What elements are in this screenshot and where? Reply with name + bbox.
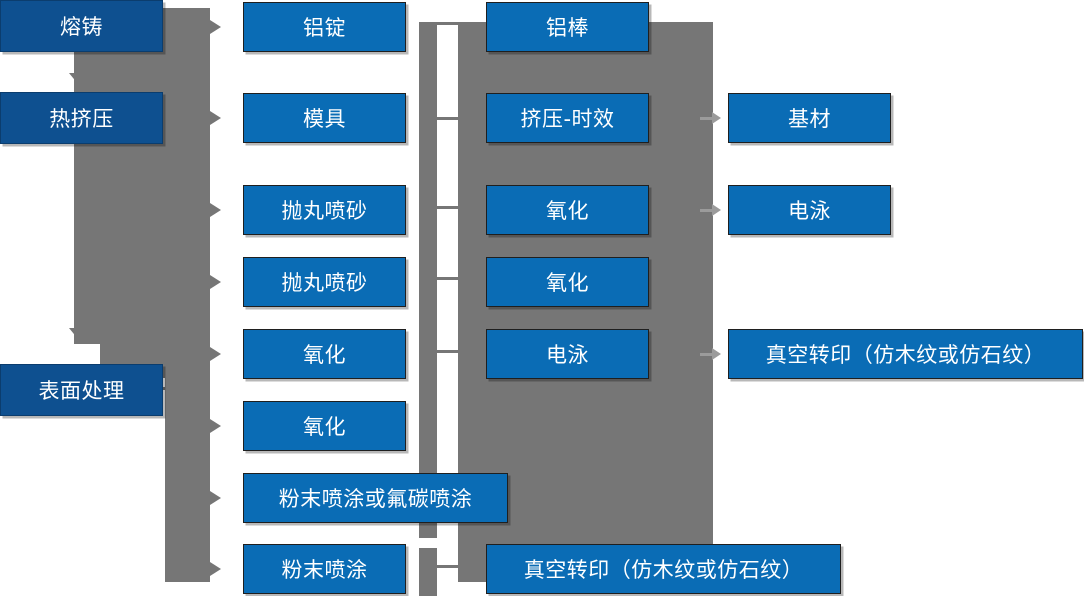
arrow-head-to-vacuum xyxy=(712,348,721,360)
input-shotblast-2[interactable]: 抛丸喷砂 xyxy=(243,257,406,307)
input-powder-label: 粉末喷涂 xyxy=(281,558,368,582)
arrow-to-powder-fluoro xyxy=(210,491,221,505)
arrow-to-oxidation-2 xyxy=(210,419,221,433)
arrow-to-ingot xyxy=(210,20,221,34)
stage-spine-upper xyxy=(74,52,100,92)
input-oxidation-1-label: 氧化 xyxy=(303,343,346,367)
arrow-line-to-substrate xyxy=(700,117,714,120)
process-extrude[interactable]: 挤压-时效 xyxy=(486,93,649,143)
process-billet[interactable]: 铝棒 xyxy=(486,2,649,52)
arrow-to-powder xyxy=(210,562,221,576)
process-billet-label: 铝棒 xyxy=(546,16,589,40)
input-shotblast-1-label: 抛丸喷砂 xyxy=(281,199,368,223)
surface-stub xyxy=(163,387,183,390)
stage-extrusion[interactable]: 热挤压 xyxy=(0,92,163,144)
stage-melting-label: 熔铸 xyxy=(60,15,103,39)
bus-tick-1 xyxy=(437,22,458,25)
input-oxidation-2[interactable]: 氧化 xyxy=(243,401,406,451)
arrow-to-shotblast-1 xyxy=(210,203,221,217)
process-electro[interactable]: 电泳 xyxy=(486,329,649,379)
input-powder-fluoro-label: 粉末喷涂或氟碳喷涂 xyxy=(278,487,473,511)
bus-tick-6 xyxy=(437,565,458,568)
stage-spine-lower xyxy=(74,144,100,344)
output-substrate-label: 基材 xyxy=(788,107,831,131)
input-oxidation-2-label: 氧化 xyxy=(303,415,346,439)
arrow-line-to-electro xyxy=(700,209,714,212)
output-electro-label: 电泳 xyxy=(788,199,831,223)
input-mold-label: 模具 xyxy=(303,107,346,131)
stage-arrow-to-extrusion xyxy=(69,73,87,84)
arrow-head-to-substrate xyxy=(712,112,721,124)
bus-tick-2 xyxy=(437,117,458,120)
bus-rail-left-tail xyxy=(419,548,437,596)
arrow-to-shotblast-2 xyxy=(210,275,221,289)
process-electro-label: 电泳 xyxy=(546,343,589,367)
bus-tick-4 xyxy=(437,277,458,280)
input-shotblast-2-label: 抛丸喷砂 xyxy=(281,271,368,295)
bus-tick-5 xyxy=(437,350,458,353)
process-oxidation-1-label: 氧化 xyxy=(546,199,589,223)
stage-surface-label: 表面处理 xyxy=(38,379,125,403)
stage-arrow-to-surface xyxy=(69,328,87,339)
process-vacuum[interactable]: 真空转印（仿木纹或仿石纹） xyxy=(486,544,841,594)
output-vacuum[interactable]: 真空转印（仿木纹或仿石纹） xyxy=(728,329,1083,379)
output-vacuum-label: 真空转印（仿木纹或仿石纹） xyxy=(765,343,1046,367)
stage-surface[interactable]: 表面处理 xyxy=(0,364,163,416)
output-electro[interactable]: 电泳 xyxy=(728,185,891,235)
bus-tick-3 xyxy=(437,206,458,209)
process-oxidation-1[interactable]: 氧化 xyxy=(486,185,649,235)
distribution-band-upper xyxy=(100,8,210,378)
stage-melting[interactable]: 熔铸 xyxy=(0,0,163,52)
distribution-band-lower xyxy=(165,360,210,582)
process-vacuum-label: 真空转印（仿木纹或仿石纹） xyxy=(523,558,804,582)
bus-rail-left xyxy=(419,22,437,538)
input-shotblast-1[interactable]: 抛丸喷砂 xyxy=(243,185,406,235)
input-powder-fluoro[interactable]: 粉末喷涂或氟碳喷涂 xyxy=(243,473,508,523)
input-ingot[interactable]: 铝锭 xyxy=(243,2,406,52)
output-substrate[interactable]: 基材 xyxy=(728,93,891,143)
stage-extrusion-label: 热挤压 xyxy=(49,107,114,131)
arrow-line-to-vacuum xyxy=(700,353,714,356)
input-ingot-label: 铝锭 xyxy=(303,16,346,40)
input-mold[interactable]: 模具 xyxy=(243,93,406,143)
arrow-head-to-electro xyxy=(712,204,721,216)
arrow-to-mold xyxy=(210,111,221,125)
input-powder[interactable]: 粉末喷涂 xyxy=(243,544,406,594)
arrow-to-oxidation-1 xyxy=(210,347,221,361)
process-oxidation-2[interactable]: 氧化 xyxy=(486,257,649,307)
input-oxidation-1[interactable]: 氧化 xyxy=(243,329,406,379)
process-oxidation-2-label: 氧化 xyxy=(546,271,589,295)
process-extrude-label: 挤压-时效 xyxy=(520,107,615,131)
